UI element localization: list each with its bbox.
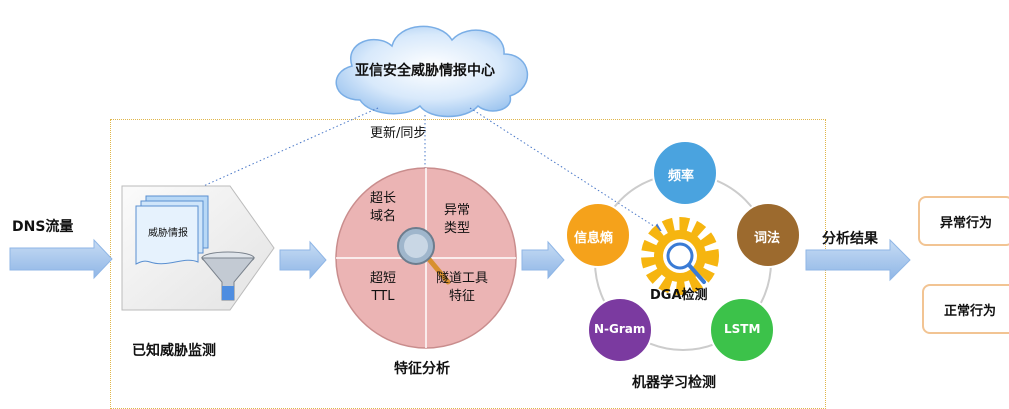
feature-q1: 超长 域名 <box>370 190 396 226</box>
feature-q3-line2: TTL <box>371 289 395 304</box>
feature-q1-line2: 域名 <box>370 209 397 224</box>
threat-doc-label: 威胁情报 <box>148 228 188 239</box>
result-label: 分析结果 <box>822 231 878 247</box>
dns-input-label: DNS流量 <box>12 219 74 235</box>
feature-circle <box>335 167 517 349</box>
known-threat-caption: 已知威胁监测 <box>132 343 216 359</box>
node-lstm-label: LSTM <box>724 322 761 336</box>
feature-q3: 超短 TTL <box>370 270 396 306</box>
node-frequency-label: 频率 <box>668 169 695 184</box>
feature-q4-line2: 特征 <box>449 289 476 304</box>
node-entropy <box>565 202 631 268</box>
feature-q2-line1: 异常 <box>444 203 471 218</box>
funnel-icon <box>200 251 256 301</box>
node-lstm <box>709 297 775 363</box>
node-entropy-label: 信息熵 <box>574 231 614 246</box>
dga-detect-label: DGA检测 <box>650 288 708 303</box>
diagram-canvas <box>9 25 911 363</box>
node-frequency <box>652 140 718 206</box>
feature-q4: 隧道工具 特征 <box>436 270 488 306</box>
result-arrow <box>805 238 911 282</box>
known-threat-panel <box>121 185 275 311</box>
gear-icon <box>641 217 719 295</box>
sync-lines <box>188 107 662 232</box>
sync-label: 更新/同步 <box>370 126 427 141</box>
cloud-label: 亚信安全威胁情报中心 <box>355 63 495 79</box>
sync-line-known-threat <box>188 107 379 194</box>
doc-sheet-front <box>135 205 199 265</box>
feature-q2: 异常 类型 <box>444 202 470 238</box>
feature-caption: 特征分析 <box>394 361 450 377</box>
threat-intel-cloud <box>335 25 528 118</box>
dns-input-arrow <box>9 238 113 280</box>
feature-q4-line1: 隧道工具 <box>436 271 489 286</box>
feature-q2-line2: 类型 <box>444 221 471 236</box>
node-ngram <box>587 297 653 363</box>
feature-q1-line1: 超长 <box>370 191 397 206</box>
result-normal-box: 正常行为 <box>922 284 1009 334</box>
ml-caption: 机器学习检测 <box>632 375 716 391</box>
feature-q3-line1: 超短 <box>370 271 397 286</box>
magnifier-globe-icon <box>397 227 451 285</box>
arrow-to-feature <box>279 240 327 280</box>
result-abnormal-box: 异常行为 <box>918 196 1009 246</box>
node-lexical <box>735 202 801 268</box>
arrow-to-ml <box>521 240 565 280</box>
sync-line-ml <box>469 107 662 232</box>
node-ngram-label: N-Gram <box>594 322 646 336</box>
node-lexical-label: 词法 <box>754 231 781 246</box>
